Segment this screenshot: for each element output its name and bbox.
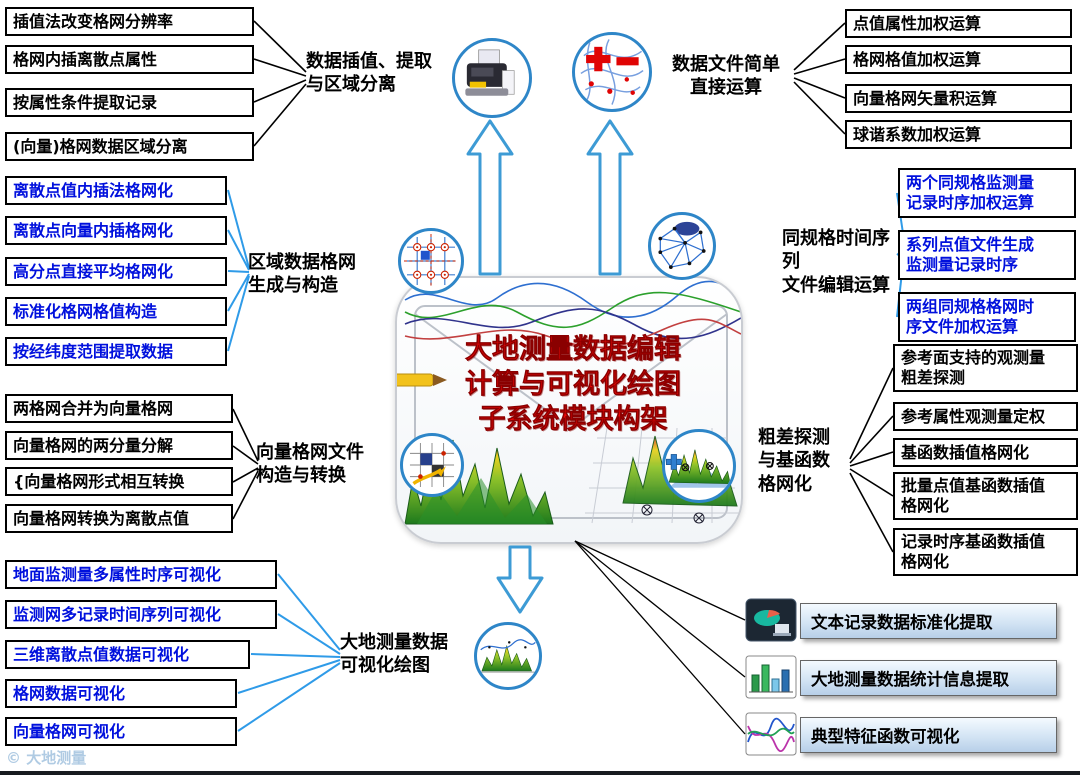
top-right-item: 点值属性加权运算 — [845, 9, 1072, 38]
top-right-item: 格网格值加权运算 — [845, 45, 1072, 74]
low-left-item: 向量格网转换为离散点值 — [5, 504, 233, 533]
low-left-item: {向量格网形式相互转换 — [5, 467, 233, 496]
top-left-item: 格网内插离散点属性 — [5, 45, 254, 74]
bottom-border — [0, 771, 1080, 775]
node-low-right: 粗差探测 与基函数 格网化 — [758, 427, 830, 495]
low-right-item: 基函数插值格网化 — [893, 438, 1078, 467]
bottom-left-item: 地面监测量多属性时序可视化 — [5, 560, 277, 589]
flow-arrows — [466, 119, 634, 614]
tin-network-icon — [648, 212, 716, 280]
bottom-left-item: 向量格网可视化 — [5, 717, 237, 746]
bottom-left-item: 三维离散点值数据可视化 — [5, 640, 250, 669]
printer-computer-icon — [452, 38, 532, 118]
pencil-icon — [397, 373, 447, 387]
node-top-right: 数据文件简单 直接运算 — [672, 54, 780, 99]
mid-left-connectors — [227, 189, 250, 352]
title-line-2: 计算与可视化绘图 — [465, 369, 682, 401]
top-left-connectors — [253, 20, 307, 147]
top-right-connectors — [793, 22, 846, 135]
grid-generation-icon — [398, 228, 464, 294]
node-bottom-left: 大地测量数据 可视化绘图 — [340, 632, 448, 677]
low-left-connectors — [232, 408, 259, 520]
statistics-bars-icon — [745, 655, 797, 699]
mid-right-item: 两个同规格监测量 记录时序加权运算 — [898, 168, 1076, 218]
plus-minus-operation-icon — [572, 32, 652, 112]
top-right-item: 向量格网矢量积运算 — [845, 84, 1072, 113]
mid-left-item: 高分点直接平均格网化 — [5, 257, 227, 286]
bottom-right-connectors — [574, 540, 746, 735]
low-right-connectors — [849, 367, 894, 553]
bottom-right-item: 文本记录数据标准化提取 — [800, 603, 1057, 639]
title-line-1: 大地测量数据编辑 — [465, 334, 682, 366]
visualization-plot-icon — [474, 622, 542, 690]
bottom-left-connectors — [237, 573, 341, 732]
mid-right-item: 系列点值文件生成 监测量记录时序 — [898, 230, 1076, 280]
envelope-outline — [414, 305, 728, 519]
vector-grid-icon — [400, 433, 464, 497]
node-top-left: 数据插值、提取 与区域分离 — [306, 51, 432, 96]
node-mid-right: 同规格时间序列 文件编辑运算 — [782, 228, 890, 296]
mid-left-item: 离散点值内插法格网化 — [5, 176, 227, 205]
low-left-item: 两格网合并为向量格网 — [5, 394, 233, 423]
watermark: © 大地测量 — [6, 749, 87, 767]
mid-left-item: 按经纬度范围提取数据 — [5, 337, 227, 366]
node-mid-left: 区域数据格网 生成与构造 — [248, 252, 356, 297]
top-right-item: 球谐系数加权运算 — [845, 120, 1072, 149]
center-panel: 大地测量数据编辑 计算与可视化绘图 子系统模块构架 — [395, 276, 743, 544]
bottom-left-item: 监测网多记录时间序列可视化 — [5, 600, 277, 629]
low-right-item: 批量点值基函数插值 格网化 — [893, 472, 1078, 520]
title-line-3: 子系统模块构架 — [478, 404, 668, 436]
arrow-up-right-icon — [586, 119, 634, 276]
top-left-item: (向量)格网数据区域分离 — [5, 132, 254, 161]
text-data-icon — [745, 598, 797, 642]
mid-right-item: 两组同规格格网时 序文件加权运算 — [898, 292, 1076, 342]
bottom-left-item: 格网数据可视化 — [5, 679, 237, 708]
arrow-down-icon — [496, 545, 544, 614]
bottom-right-item: 大地测量数据统计信息提取 — [800, 660, 1057, 696]
feature-curves-icon — [745, 712, 797, 756]
top-left-item: 按属性条件提取记录 — [5, 88, 254, 117]
low-right-item: 记录时序基函数插值 格网化 — [893, 528, 1078, 576]
mid-left-item: 标准化格网格值构造 — [5, 297, 227, 326]
bottom-right-item: 典型特征函数可视化 — [800, 717, 1057, 753]
low-left-item: 向量格网的两分量分解 — [5, 431, 233, 460]
low-right-item: 参考面支持的观测量 粗差探测 — [893, 344, 1078, 392]
arrow-up-left-icon — [466, 119, 514, 276]
node-low-left: 向量格网文件 构造与转换 — [256, 442, 364, 487]
low-right-item: 参考属性观测量定权 — [893, 402, 1078, 431]
diagram-title: 大地测量数据编辑 计算与可视化绘图 子系统模块构架 — [437, 332, 709, 437]
terrain-surface-icon — [662, 429, 736, 503]
signal-waves — [404, 280, 741, 349]
mid-left-item: 离散点向量内插格网化 — [5, 216, 227, 245]
top-left-item: 插值法改变格网分辨率 — [5, 7, 254, 36]
